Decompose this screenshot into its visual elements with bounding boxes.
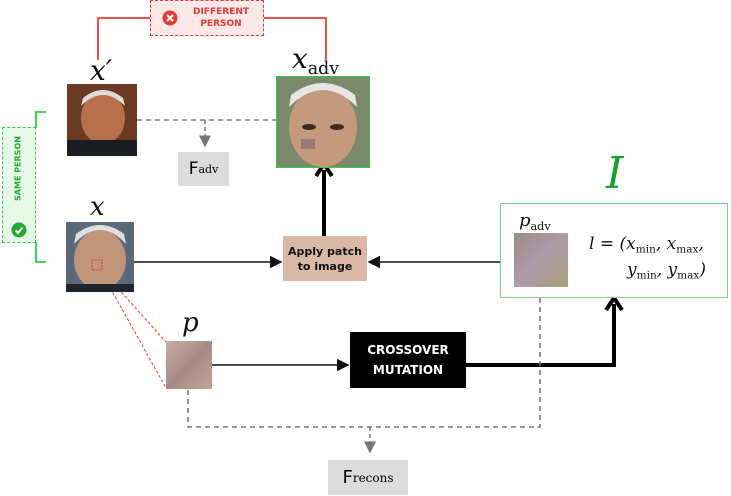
crossover-mutation-label: CROSSOVER MUTATION (367, 343, 449, 377)
p-adv-label: padv (519, 210, 551, 233)
crossover-mutation-box: CROSSOVER MUTATION (350, 332, 466, 388)
different-person-bracket (97, 17, 327, 60)
recons-dashed-loop (187, 285, 541, 428)
crossover-to-ibox-arrow (466, 304, 616, 367)
same-person-label: SAME PERSON (13, 136, 23, 201)
I-box: padv l = (xmin, xmax, ymin, ymax) (500, 203, 728, 298)
x-adv-label: xadv (292, 42, 340, 80)
x-adv-face-image (276, 76, 370, 168)
patch-image (166, 341, 212, 389)
crossover-to-ibox-head (604, 294, 624, 312)
I-label: I (606, 148, 624, 199)
l-equation-line2: ymin, ymax) (627, 260, 707, 282)
same-person-badge: SAME PERSON (2, 127, 36, 243)
x-prime-face-image (67, 84, 137, 156)
different-person-badge: DIFFERENT PERSON (150, 0, 264, 36)
p-adv-image (514, 233, 568, 287)
apply-patch-label: Apply patch to image (288, 244, 362, 273)
x-label: x (90, 192, 105, 222)
apply-patch-box: Apply patch to image (283, 236, 367, 281)
x-face-image (66, 222, 134, 292)
x-prime-label: x′ (90, 54, 113, 87)
different-person-label: DIFFERENT PERSON (192, 7, 249, 29)
check-circle-icon (11, 222, 27, 238)
same-person-bracket (35, 111, 46, 263)
x-circle-icon (162, 10, 178, 26)
p-label: p (182, 308, 199, 338)
l-equation-line1: l = (xmin, xmax, (589, 234, 704, 256)
